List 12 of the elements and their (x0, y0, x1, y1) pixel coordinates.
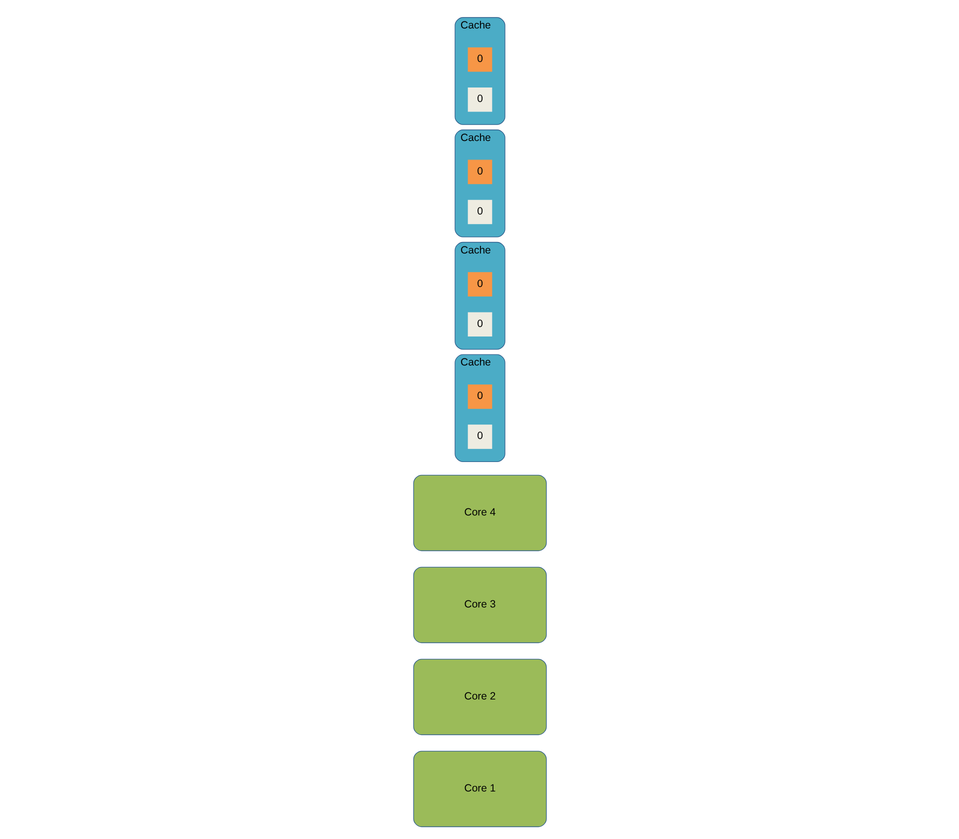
node-box: 0 (467, 312, 492, 337)
node-box: Core 3 (412, 566, 546, 644)
node-box: 0 (467, 160, 492, 184)
node-box: 0 (467, 87, 492, 112)
node-box: 0 (467, 47, 492, 72)
node-box: Core 2 (412, 658, 546, 736)
node-box: 0 (467, 200, 492, 224)
node-box: Core 1 (412, 750, 546, 828)
node-box: 0 (467, 272, 492, 296)
node-box: Core 4 (412, 474, 546, 552)
node-box: 0 (467, 384, 492, 409)
node-box: 0 (467, 424, 492, 449)
